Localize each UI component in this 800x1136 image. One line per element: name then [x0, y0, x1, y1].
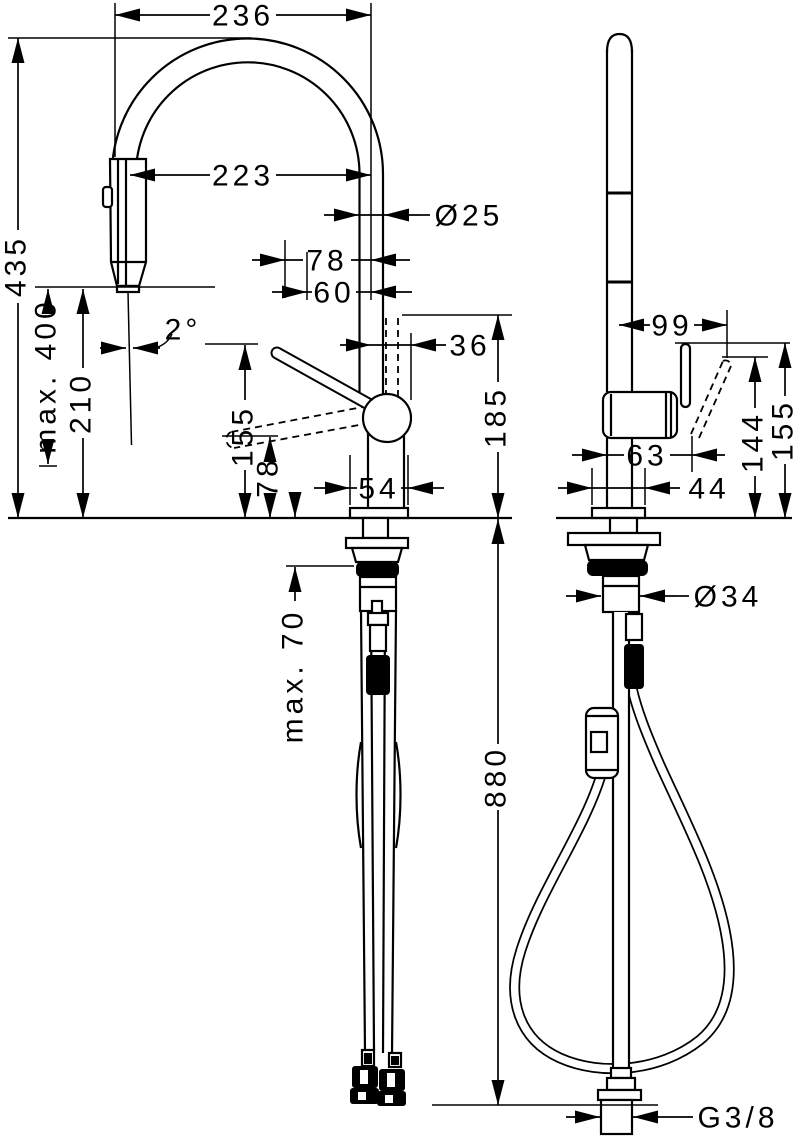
hose-connector-right	[377, 1051, 406, 1106]
dim-155-front: 155	[227, 345, 260, 518]
side-body-block	[601, 390, 679, 440]
dim-label-880: 880	[480, 746, 513, 808]
dim-label-435: 435	[0, 235, 33, 297]
dim-78-lower: 78	[252, 437, 285, 518]
front-view-faucet	[8, 37, 512, 1106]
dim-max400: max. 400	[30, 289, 63, 467]
dim-185: 185	[480, 315, 513, 518]
handle-dashed-position	[225, 405, 371, 449]
dim-label-g38: G3/8	[697, 1102, 778, 1135]
dim-label-54: 54	[358, 473, 399, 506]
dim-angle-2deg: 2°	[100, 314, 202, 355]
pullout-spray-head	[101, 157, 148, 446]
dim-g38: G3/8	[566, 1102, 778, 1135]
dim-236: 236	[115, 0, 371, 33]
dim-63: 63	[572, 440, 725, 473]
dim-dia34: Ø34	[566, 581, 763, 614]
dim-label-dia25: Ø25	[435, 200, 504, 233]
dim-label-155-side: 155	[767, 399, 800, 461]
dim-210: 210	[65, 289, 98, 518]
dim-label-236: 236	[212, 0, 274, 33]
dim-label-155-front: 155	[227, 405, 260, 467]
dim-label-max70: max. 70	[277, 609, 310, 744]
side-handle-lever	[679, 342, 692, 409]
dim-label-223: 223	[212, 160, 274, 193]
dim-label-60: 60	[313, 277, 354, 310]
under-deck-side	[566, 516, 662, 1136]
base-flange-side	[590, 506, 647, 520]
dim-label-2deg: 2°	[165, 314, 202, 347]
base-flange-front	[348, 506, 410, 520]
dim-78-upper: 78	[252, 245, 410, 278]
dim-label-144: 144	[737, 411, 770, 473]
side-view-faucet	[509, 32, 792, 1136]
dim-435: 435	[0, 38, 33, 518]
dim-label-210: 210	[65, 372, 98, 434]
handle-lever	[270, 346, 388, 418]
dim-max70: max. 70	[277, 492, 310, 744]
dim-label-78-lower: 78	[252, 456, 285, 497]
hose-coupling-dark	[366, 655, 390, 695]
dim-label-78-upper: 78	[306, 245, 347, 278]
dim-label-99: 99	[651, 310, 692, 343]
dim-label-max400: max. 400	[30, 298, 63, 453]
hose-connector-left	[350, 1048, 379, 1104]
water-stream-axis	[127, 291, 133, 446]
dim-dia25: Ø25	[324, 200, 504, 233]
dim-label-44: 44	[688, 473, 729, 506]
handle-pivot-joint	[361, 392, 413, 444]
dim-223: 223	[130, 160, 371, 193]
dim-label-63: 63	[626, 440, 667, 473]
dim-label-dia34: Ø34	[694, 581, 763, 614]
side-handle-dashed	[690, 359, 732, 439]
dim-99: 99	[619, 310, 727, 343]
under-deck-front	[344, 516, 410, 1106]
side-column	[605, 32, 634, 392]
pullout-hose-loop	[509, 686, 735, 1075]
dim-155-side: 155	[767, 343, 800, 518]
dim-label-36: 36	[449, 330, 490, 363]
dim-60: 60	[272, 277, 412, 310]
dim-144: 144	[737, 357, 770, 518]
dim-54: 54	[314, 473, 444, 506]
hidden-hose-dashed	[385, 318, 399, 402]
hose-weight	[584, 706, 620, 780]
dim-label-185: 185	[480, 386, 513, 448]
dim-44: 44	[558, 473, 729, 506]
bottom-connection	[596, 1066, 643, 1136]
dim-36: 36	[340, 330, 490, 363]
oring-band	[356, 562, 399, 577]
dim-880: 880	[480, 519, 513, 1105]
spray-toggle-button	[101, 185, 114, 209]
